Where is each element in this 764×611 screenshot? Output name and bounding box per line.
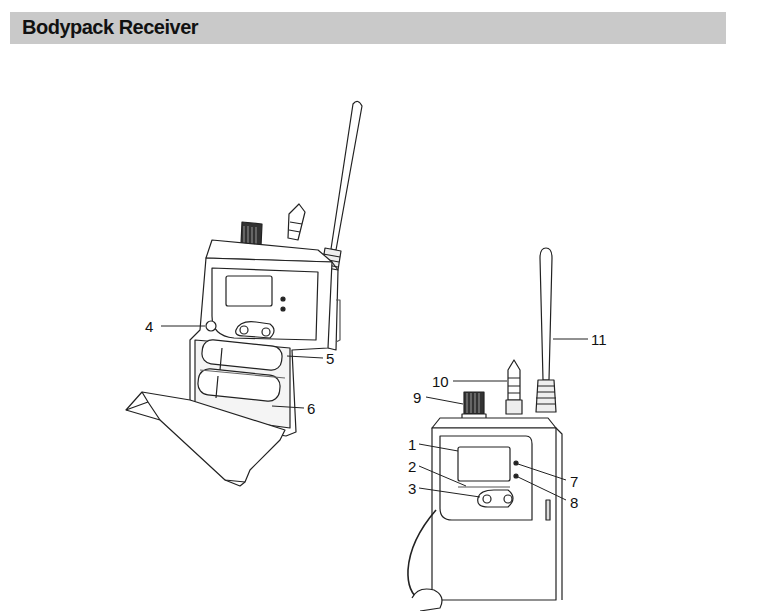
callout-number: 7 bbox=[570, 474, 578, 489]
callout-number: 6 bbox=[307, 401, 315, 416]
callout-number: 3 bbox=[408, 481, 416, 496]
callout-number: 10 bbox=[432, 374, 449, 389]
callout-number: 8 bbox=[570, 495, 578, 510]
page-title: Bodypack Receiver bbox=[22, 16, 198, 39]
callout-number: 1 bbox=[408, 437, 416, 452]
callout-number: 5 bbox=[326, 351, 334, 366]
callout-number: 2 bbox=[408, 459, 416, 474]
callout-number: 11 bbox=[591, 332, 607, 347]
callout-number: 9 bbox=[413, 390, 421, 405]
callout-number: 4 bbox=[145, 319, 153, 334]
